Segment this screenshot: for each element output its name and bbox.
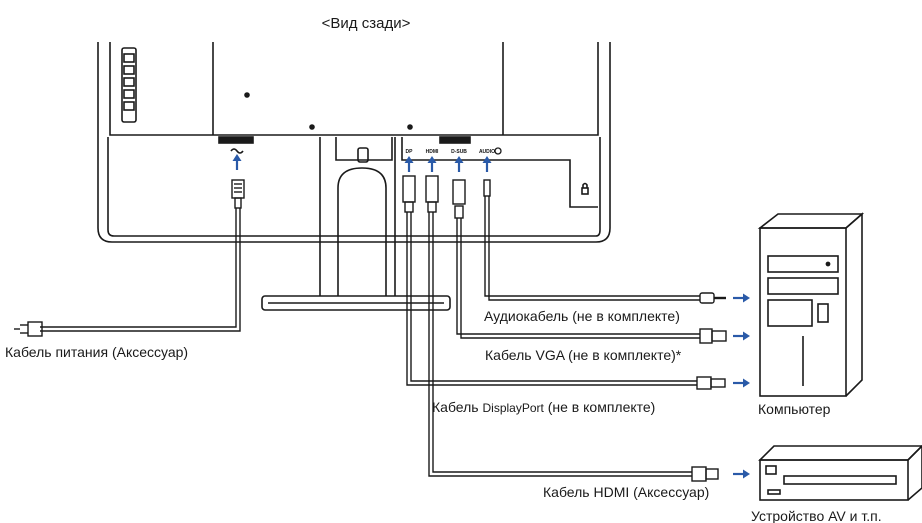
monitor-stand xyxy=(261,137,451,311)
dp-label-suffix: (не в комплекте) xyxy=(544,399,656,415)
power-cable xyxy=(14,179,245,337)
hdmi-up-arrow-icon xyxy=(426,154,438,174)
vga-up-arrow-icon xyxy=(453,154,465,174)
displayport-arrow-icon xyxy=(731,377,752,389)
av-device-label: Устройство AV и т.п. xyxy=(751,508,882,523)
hdmi-arrow-icon xyxy=(731,468,752,480)
audio-arrow-icon xyxy=(731,292,752,304)
vga-arrow-icon xyxy=(731,330,752,342)
power-up-arrow-icon xyxy=(231,152,243,172)
displayport-cable xyxy=(402,175,726,390)
hdmi-cable xyxy=(425,175,719,482)
audio-up-arrow-icon xyxy=(481,154,493,174)
computer-icon xyxy=(757,212,865,397)
vga-cable-label: Кабель VGA (не в комплекте)* xyxy=(485,347,682,363)
power-port xyxy=(230,148,244,172)
dp-up-arrow-icon xyxy=(403,154,415,174)
displayport-cable-label: Кабель DisplayPort (не в комплекте) xyxy=(432,399,655,415)
port-audio-label: AUDIO xyxy=(479,149,495,155)
port-dsub-label: D-SUB xyxy=(451,149,467,155)
port-dp-label: DP xyxy=(406,149,414,155)
audio-cable xyxy=(483,179,726,304)
monitor-rear xyxy=(97,42,611,243)
vga-cable xyxy=(452,179,727,344)
power-cable-label: Кабель питания (Аксессуар) xyxy=(5,344,188,360)
port-hdmi-label: HDMI xyxy=(426,149,439,155)
hdmi-cable-label: Кабель HDMI (Аксессуар) xyxy=(543,484,709,500)
dp-label-name: DisplayPort xyxy=(482,401,544,415)
computer-label: Компьютер xyxy=(758,401,831,417)
audio-cable-label: Аудиокабель (не в комплекте) xyxy=(484,308,680,324)
av-device-icon xyxy=(758,444,922,501)
dp-label-prefix: Кабель xyxy=(432,399,482,415)
headphone-icon xyxy=(494,147,502,155)
port-labels: DP HDMI D-SUB AUDIO xyxy=(403,147,502,174)
diagram-title: <Вид сзади> xyxy=(322,15,411,32)
